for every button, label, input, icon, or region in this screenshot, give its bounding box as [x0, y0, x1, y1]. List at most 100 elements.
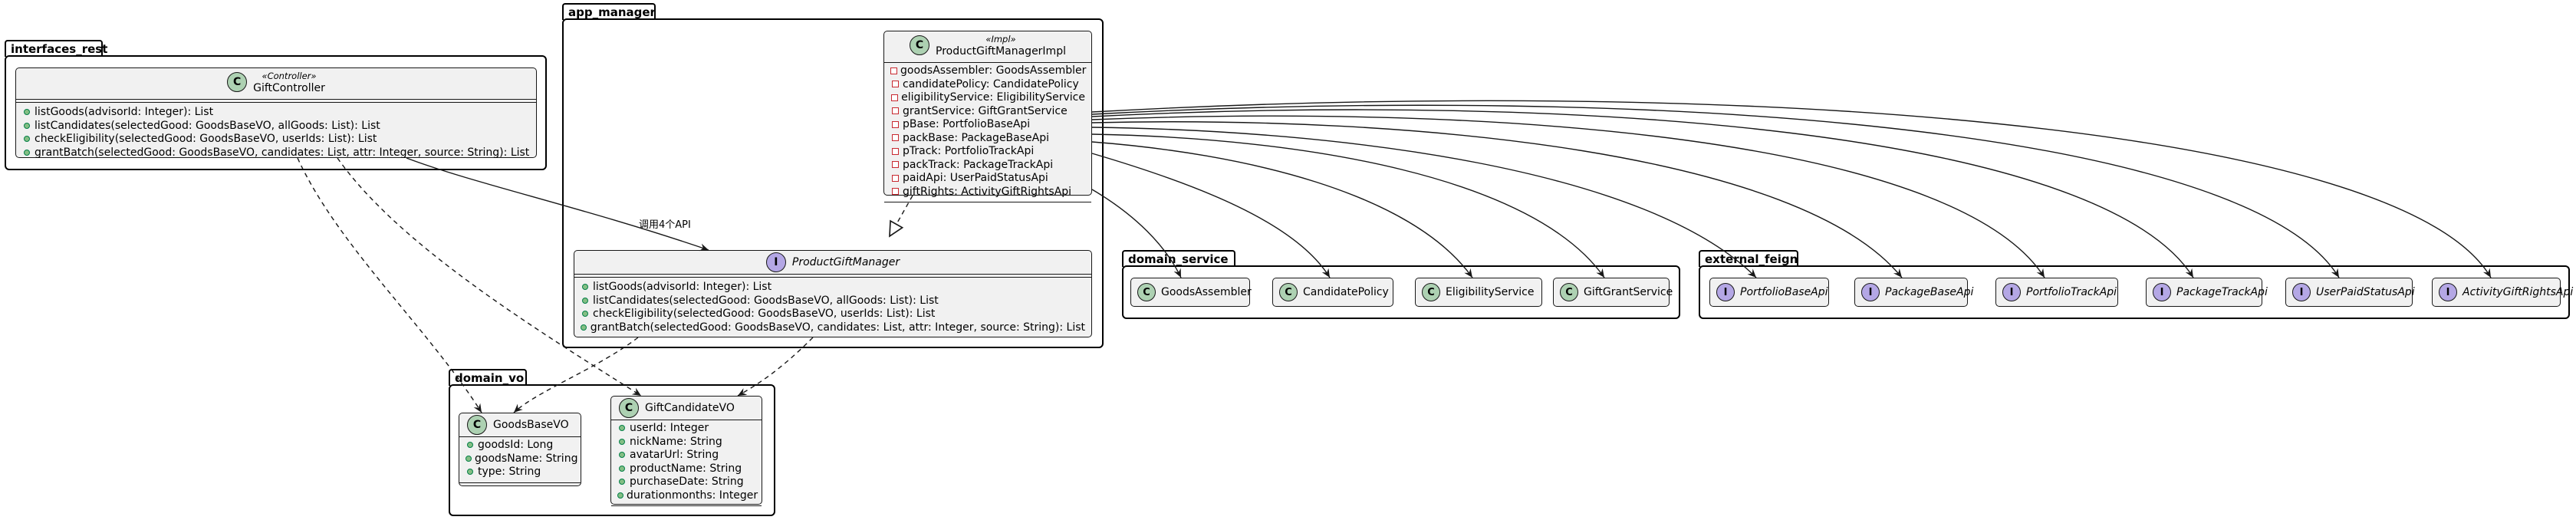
package-domain-vo: [449, 384, 775, 516]
interface-name: PortfolioTrackApi: [2026, 286, 2117, 298]
package-domain-service: [1122, 265, 1680, 319]
package-tab-domain-service: domain_service: [1122, 250, 1235, 267]
method-row: listGoods(advisorId: Integer): List: [22, 106, 530, 120]
interface-package-track-api: I PackageTrackApi: [2146, 278, 2268, 307]
class-product-gift-manager-impl: C «Impl» ProductGiftManagerImpl goodsAss…: [883, 31, 1092, 202]
interface-user-paid-status-api: I UserPaidStatusApi: [2285, 278, 2415, 307]
class-eligibility-service: C EligibilityService: [1415, 278, 1542, 307]
interface-activity-gift-rights-api: I ActivityGiftRightsApi: [2432, 278, 2573, 307]
class-badge-icon: C: [1137, 283, 1156, 301]
field-row: durationmonths: Integer: [617, 489, 758, 503]
edge-manager-goodsbasevo: [513, 337, 639, 413]
edge-label-controller-manager: 调用4个API: [639, 219, 691, 231]
class-name: GiftCandidateVO: [645, 402, 735, 414]
edge-impl-userpaidstatusapi: [1091, 104, 2340, 278]
interface-name: UserPaidStatusApi: [2316, 286, 2415, 298]
class-badge-icon: C: [1279, 283, 1298, 301]
edge-controller-giftcandidatevo: [337, 157, 642, 397]
field-row: eligibilityService: EligibilityService: [890, 91, 1085, 105]
field-row: packBase: PackageBaseApi: [890, 132, 1085, 146]
field-row: goodsName: String: [466, 453, 577, 466]
class-badge-icon: C: [1560, 283, 1578, 301]
field-row: avatarUrl: String: [617, 449, 755, 462]
interface-portfolio-track-api: I PortfolioTrackApi: [1995, 278, 2118, 307]
class-stereotype: «Controller»: [262, 71, 317, 81]
field-row: pTrack: PortfolioTrackApi: [890, 145, 1085, 159]
method-row: listCandidates(selectedGood: GoodsBaseVO…: [581, 295, 1085, 308]
interface-badge-icon: I: [765, 252, 786, 272]
field-row: purchaseDate: String: [617, 476, 755, 489]
package-tab-interfaces-rest: interfaces_rest: [5, 40, 107, 57]
class-gift-candidate-vo: C GiftCandidateVO userId: Integer nickNa…: [610, 396, 762, 506]
interface-badge-icon: I: [2439, 283, 2457, 301]
class-badge-icon: C: [619, 398, 639, 418]
method-row: listCandidates(selectedGood: GoodsBaseVO…: [22, 120, 530, 133]
class-name: GoodsBaseVO: [493, 419, 569, 431]
method-row: grantBatch(selectedGood: GoodsBaseVO, ca…: [22, 146, 530, 160]
edge-impl-candidatepolicy: [1091, 153, 1331, 278]
class-badge-icon: C: [1422, 283, 1440, 301]
package-tab-app-manager: app_manager: [562, 3, 656, 20]
edge-impl-packagetrackapi: [1091, 109, 2194, 278]
package-app-manager: [562, 18, 1104, 348]
interface-badge-icon: I: [2153, 283, 2171, 301]
class-goods-base-vo: C GoodsBaseVO goodsId: Long goodsName: S…: [459, 413, 581, 486]
edge-impl-goodsassembler: [1091, 189, 1182, 278]
class-name: GiftController: [253, 82, 325, 94]
interface-badge-icon: I: [2292, 283, 2311, 301]
edge-controller-goodsbasevo: [297, 157, 482, 413]
interface-badge-icon: I: [1716, 283, 1735, 301]
interface-name: ProductGiftManager: [791, 256, 900, 268]
class-badge-icon: C: [467, 415, 487, 435]
interface-package-base-api: I PackageBaseApi: [1854, 278, 1973, 307]
method-row: checkEligibility(selectedGood: GoodsBase…: [22, 133, 530, 146]
field-row: userId: Integer: [617, 422, 755, 436]
field-row: paidApi: UserPaidStatusApi: [890, 172, 1085, 186]
class-name: GiftGrantService: [1584, 286, 1673, 298]
class-stereotype: «Impl»: [985, 34, 1016, 44]
edge-impl-activitygiftrightsapi: [1091, 100, 2492, 278]
edge-impl-portfoliotrackapi: [1091, 115, 2045, 278]
field-row: goodsId: Long: [466, 439, 574, 453]
field-row: packTrack: PackageTrackApi: [890, 159, 1085, 173]
field-row: productName: String: [617, 462, 755, 476]
field-row: goodsAssembler: GoodsAssembler: [890, 64, 1086, 78]
field-row: pBase: PortfolioBaseApi: [890, 118, 1085, 132]
edge-impl-packagebaseapi: [1091, 121, 1903, 278]
method-row: grantBatch(selectedGood: GoodsBaseVO, ca…: [581, 321, 1085, 335]
field-row: candidatePolicy: CandidatePolicy: [890, 78, 1085, 92]
edge-impl-realization: [889, 195, 913, 238]
field-row: grantService: GiftGrantService: [890, 105, 1085, 119]
class-candidate-policy: C CandidatePolicy: [1272, 278, 1393, 307]
field-row: giftRights: ActivityGiftRightsApi: [890, 186, 1085, 199]
class-goods-assembler: C GoodsAssembler: [1130, 278, 1252, 307]
package-tab-external-feign: external_feign: [1699, 250, 1798, 267]
class-name: ProductGiftManagerImpl: [936, 45, 1066, 58]
class-name: CandidatePolicy: [1303, 286, 1389, 298]
class-name: GoodsAssembler: [1161, 286, 1252, 298]
class-name: EligibilityService: [1446, 286, 1535, 298]
edge-controller-manager: [406, 157, 709, 252]
interface-name: ActivityGiftRightsApi: [2462, 286, 2574, 298]
method-row: checkEligibility(selectedGood: GoodsBase…: [581, 308, 1085, 321]
method-row: listGoods(advisorId: Integer): List: [581, 281, 1085, 295]
interface-badge-icon: I: [2002, 283, 2021, 301]
interface-product-gift-manager: I ProductGiftManager listGoods(advisorId…: [574, 250, 1092, 337]
class-gift-grant-service: C GiftGrantService: [1553, 278, 1673, 307]
edge-impl-portfoliobaseapi: [1091, 127, 1757, 278]
interface-name: PackageTrackApi: [2176, 286, 2268, 298]
package-external-feign: [1699, 265, 2570, 319]
edge-impl-eligibilityservice: [1091, 141, 1473, 278]
edge-manager-giftcandidatevo: [737, 337, 814, 397]
field-row: nickName: String: [617, 436, 755, 449]
interface-name: PackageBaseApi: [1885, 286, 1974, 298]
interface-portfolio-base-api: I PortfolioBaseApi: [1709, 278, 1829, 307]
class-gift-controller: C «Controller» GiftController listGoods(…: [15, 67, 537, 160]
field-row: type: String: [466, 466, 574, 479]
interface-badge-icon: I: [1861, 283, 1880, 301]
edge-impl-giftgrantservice: [1091, 133, 1605, 278]
class-badge-icon: C: [910, 35, 929, 55]
package-tab-domain-vo: domain_vo: [449, 369, 527, 386]
package-interfaces-rest: [5, 55, 547, 170]
